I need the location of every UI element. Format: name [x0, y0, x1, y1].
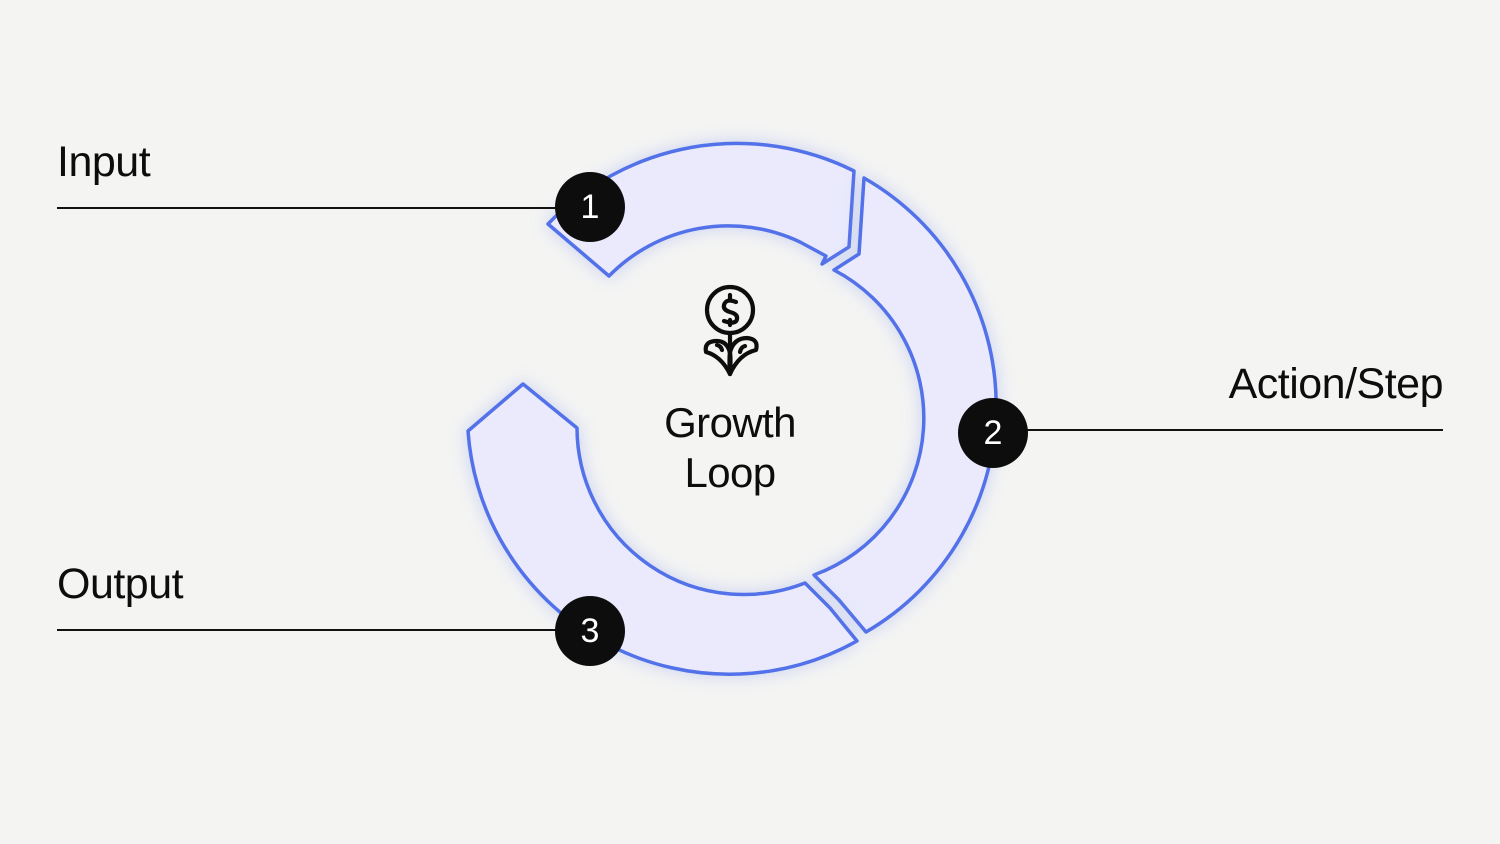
callout-input-label: Input	[57, 138, 151, 186]
ring-segment-input[interactable]	[546, 141, 856, 278]
callout-action-label: Action/Step	[1228, 360, 1444, 408]
callout-action-rule	[1025, 429, 1443, 432]
step-badge-3[interactable]: 3	[555, 596, 625, 666]
ring-segment-output[interactable]	[466, 382, 859, 676]
callout-input-rule	[57, 207, 567, 210]
center-content: Growth Loop	[605, 282, 855, 497]
step-badge-1[interactable]: 1	[555, 172, 625, 242]
callout-output-rule	[57, 629, 567, 632]
callout-input: Input	[57, 138, 567, 210]
center-title-line-2: Loop	[684, 448, 776, 496]
step-badge-2[interactable]: 2	[958, 398, 1028, 468]
callout-output: Output	[57, 560, 567, 632]
ring-segment-action[interactable]	[812, 176, 998, 634]
center-title: Growth Loop	[605, 398, 855, 497]
center-title-line-1: Growth	[664, 399, 796, 446]
callout-action: Action/Step	[1025, 360, 1444, 432]
money-plant-growth-icon	[703, 284, 759, 377]
callout-output-label: Output	[57, 560, 184, 608]
